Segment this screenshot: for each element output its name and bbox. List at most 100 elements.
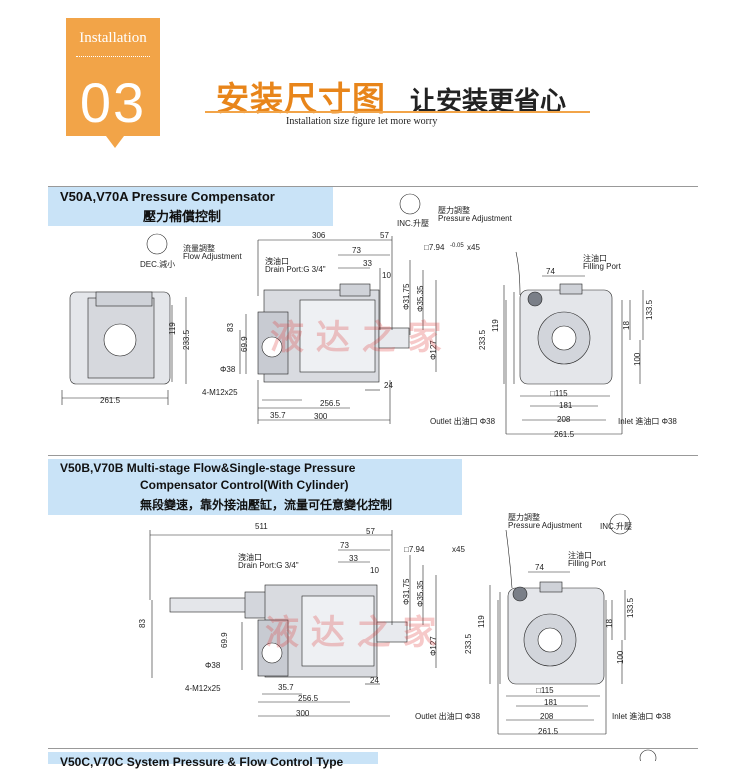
s2-key-length: x45: [452, 545, 465, 554]
s1-key-length: x45: [467, 243, 480, 252]
s1-dim-2615-right: 261.5: [554, 430, 575, 439]
section2-heading-en1: V50B,V70B Multi-stage Flow&Single-stage …: [60, 461, 356, 475]
s2-dim-24: 24: [370, 676, 379, 685]
s2-dim-2335: 233.5: [464, 633, 473, 654]
badge-divider: [76, 56, 150, 57]
s1-bolts: 4-M12x25: [202, 388, 238, 397]
s1-flow-adj-cn: 流量調整: [183, 244, 215, 253]
s1-filling-en: Filling Port: [583, 262, 621, 271]
s1-flow-adj-en: Flow Adjustment: [183, 252, 242, 261]
s1-dim-10: 10: [382, 271, 391, 280]
s1-press-adj-en: Pressure Adjustment: [438, 214, 512, 223]
s2-dim-33: 33: [349, 554, 358, 563]
badge-label: Installation: [79, 30, 147, 46]
s2-bolts: 4-M12x25: [185, 684, 221, 693]
s2-dim-699: 69.9: [220, 632, 229, 648]
section1-rule: [48, 186, 698, 187]
watermark-2: 液 达 之 家: [265, 613, 437, 653]
page-title-english: Installation size figure let more worry: [286, 116, 438, 127]
s1-drain-en: Drain Port:G 3/4": [265, 265, 326, 274]
s1-dim-74: 74: [546, 267, 555, 276]
s2-shaft2: Φ35.35: [416, 580, 425, 607]
s1-key-label: □7.94: [424, 243, 445, 252]
s1-filling-cn: 注油口: [583, 254, 607, 263]
s1-dim-233-right: 233.5: [478, 329, 487, 350]
s1-inlet-label: Inlet 進油口 Φ38: [618, 417, 677, 426]
s1-dim-181: 181: [559, 401, 573, 410]
s2-drain-cn: 洩油口: [238, 553, 262, 562]
s1-outlet-label: Outlet 出油口 Φ38: [430, 417, 496, 426]
section2-heading-cn: 無段變速，靠外接油壓缸，流量可任意變化控制: [140, 498, 393, 512]
s2-dim-119: 119: [477, 615, 486, 628]
s1-dim-208: 208: [557, 415, 571, 424]
s1-end-view-left: [61, 291, 187, 405]
section2-heading-en2: Compensator Control(With Cylinder): [140, 478, 349, 492]
s2-outlet-label: Outlet 出油口 Φ38: [415, 712, 481, 721]
section3-rule: [48, 748, 698, 749]
s2-phi38: Φ38: [205, 661, 221, 670]
watermark-1: 液 达 之 家: [270, 318, 442, 358]
s2-shaft1: Φ31.75: [402, 578, 411, 605]
section1-heading-band: V50A,V70A Pressure Compensator 壓力補償控制: [48, 186, 333, 226]
section1-heading-en: V50A,V70A Pressure Compensator: [60, 189, 275, 204]
s1-press-adj-cn: 壓力調整: [438, 206, 470, 215]
s2-dim-181: 181: [544, 698, 558, 707]
s2-shaft-dims: [409, 555, 437, 668]
section3-heading-band: V50C,V70C System Pressure & Flow Control…: [48, 752, 378, 769]
s2-filling-cn: 注油口: [568, 551, 592, 560]
s2-dim-18: 18: [605, 619, 614, 628]
section-number-badge: Installation 03: [66, 18, 160, 148]
s1-phi38: Φ38: [220, 365, 236, 374]
section1-heading-cn: 壓力補償控制: [143, 209, 222, 224]
s1-side-view: [239, 236, 410, 424]
s1-dim-24: 24: [384, 381, 393, 390]
s1-dim-100: 100: [633, 352, 642, 366]
s1-dim-18: 18: [622, 321, 631, 330]
s1-drain-cn: 洩油口: [265, 257, 289, 266]
s1-shaft-dims: [409, 260, 437, 372]
s1-dim-33: 33: [363, 259, 372, 268]
s1-dim-306: 306: [312, 231, 326, 240]
section2-rule: [48, 455, 698, 456]
s1-dim-119-left: 119: [168, 322, 177, 335]
s2-dim-10: 10: [370, 566, 379, 575]
s1-shaft2: Φ35.35: [416, 285, 425, 312]
s1-dec-label: DEC.減小: [140, 260, 176, 269]
s2-dim-208: 208: [540, 712, 554, 721]
s1-dim-2615-left: 261.5: [100, 396, 121, 405]
s2-filling-en: Filling Port: [568, 559, 606, 568]
s1-dim-699: 69.9: [240, 336, 249, 352]
s1-inc-label: INC.升壓: [397, 219, 429, 228]
s2-inlet-label: Inlet 進油口 Φ38: [612, 712, 671, 721]
s2-key-label: □7.94: [404, 545, 425, 554]
section3-heading: V50C,V70C System Pressure & Flow Control…: [60, 755, 344, 769]
s1-dim-73: 73: [352, 246, 361, 255]
s2-press-adj-en: Pressure Adjustment: [508, 521, 582, 530]
s2-press-adj-cn: 壓力調整: [508, 513, 540, 522]
s1-dim-57: 57: [380, 231, 389, 240]
s2-end-view-right: [489, 529, 626, 735]
s2-dim-300: 300: [296, 709, 310, 718]
s1-shaft1: Φ31.75: [402, 283, 411, 310]
s1-end-view-right: [503, 251, 644, 435]
s1-dim-233-left: 233.5: [182, 329, 191, 350]
s2-dim-2615: 261.5: [538, 727, 559, 736]
s2-side-view: [149, 530, 408, 717]
s2-dim-83: 83: [138, 619, 147, 628]
section2-heading-band: V50B,V70B Multi-stage Flow&Single-stage …: [48, 459, 462, 515]
s1-dim-1335: 133.5: [645, 299, 654, 320]
s1-dim-119-right: 119: [491, 319, 500, 332]
s1-key-tol: -0.05: [450, 243, 464, 249]
s2-dim-2565: 256.5: [298, 694, 319, 703]
s2-drain-en: Drain Port:G 3/4": [238, 561, 299, 570]
s2-dim-73: 73: [340, 541, 349, 550]
s1-dim-357: 35.7: [270, 411, 286, 420]
s1-dim-2565: 256.5: [320, 399, 341, 408]
s2-dim-74: 74: [535, 563, 544, 572]
s1-dim-115: □115: [550, 389, 568, 398]
s1-dim-83: 83: [226, 323, 235, 332]
s2-dim-1335: 133.5: [626, 597, 635, 618]
title-underline: [205, 111, 590, 113]
badge-number: 03: [79, 71, 147, 134]
